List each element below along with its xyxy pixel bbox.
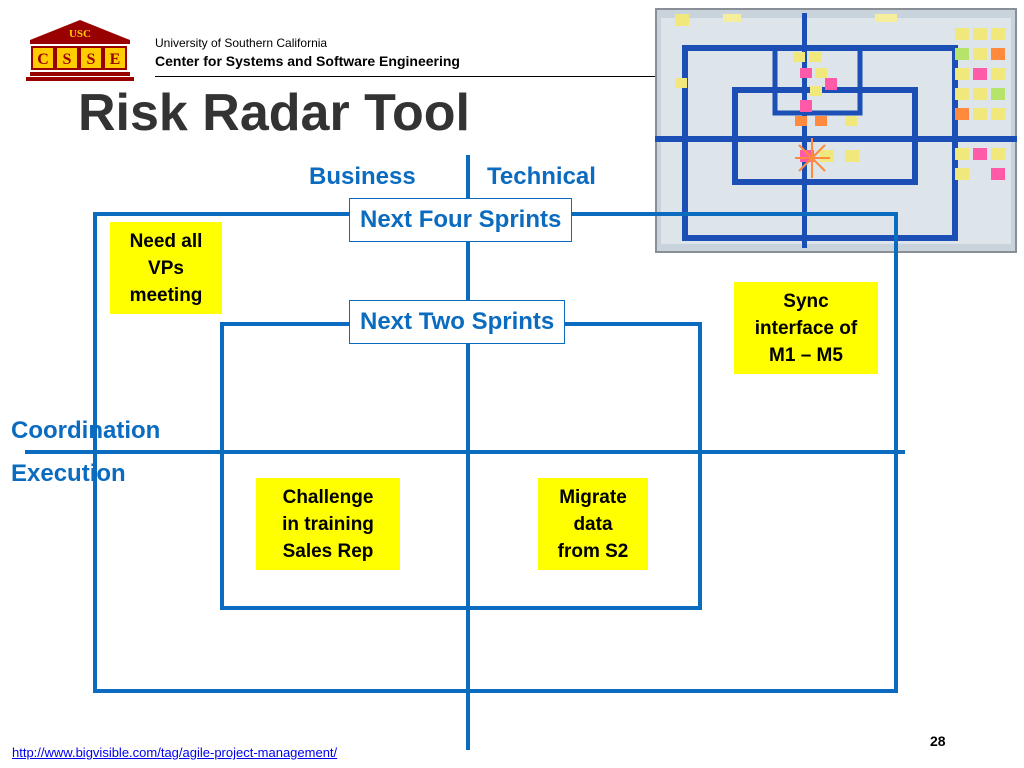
axis-label-business: Business [309, 163, 416, 190]
risk-note-vps-meeting: Need all VPs meeting [110, 222, 222, 314]
logo-letters: C S S E [31, 46, 127, 70]
svg-text:E: E [110, 51, 121, 68]
slide-title: Risk Radar Tool [78, 84, 471, 142]
ring-label-next-two-sprints: Next Two Sprints [349, 300, 566, 344]
source-link[interactable]: http://www.bigvisible.com/tag/agile-proj… [12, 745, 338, 760]
horizontal-axis [25, 450, 905, 454]
risk-note-migrate-data: Migrate data from S2 [538, 478, 648, 570]
ring-label-next-four-sprints: Next Four Sprints [349, 198, 573, 242]
svg-text:C: C [37, 51, 49, 68]
risk-note-sync-interface: Sync interface of M1 – M5 [734, 282, 878, 374]
university-name: University of Southern California [155, 36, 328, 50]
axis-label-execution: Execution [11, 460, 126, 487]
svg-text:S: S [63, 51, 72, 68]
logo-usc-text: USC [69, 28, 91, 40]
center-name: Center for Systems and Software Engineer… [155, 53, 460, 69]
header-divider [155, 76, 655, 77]
svg-text:S: S [87, 51, 96, 68]
axis-label-technical: Technical [487, 163, 596, 190]
axis-label-coordination: Coordination [11, 417, 161, 444]
page-number: 28 [930, 733, 946, 749]
csse-logo: USC C S S E [26, 20, 134, 81]
risk-note-training-sales-rep: Challenge in training Sales Rep [256, 478, 400, 570]
